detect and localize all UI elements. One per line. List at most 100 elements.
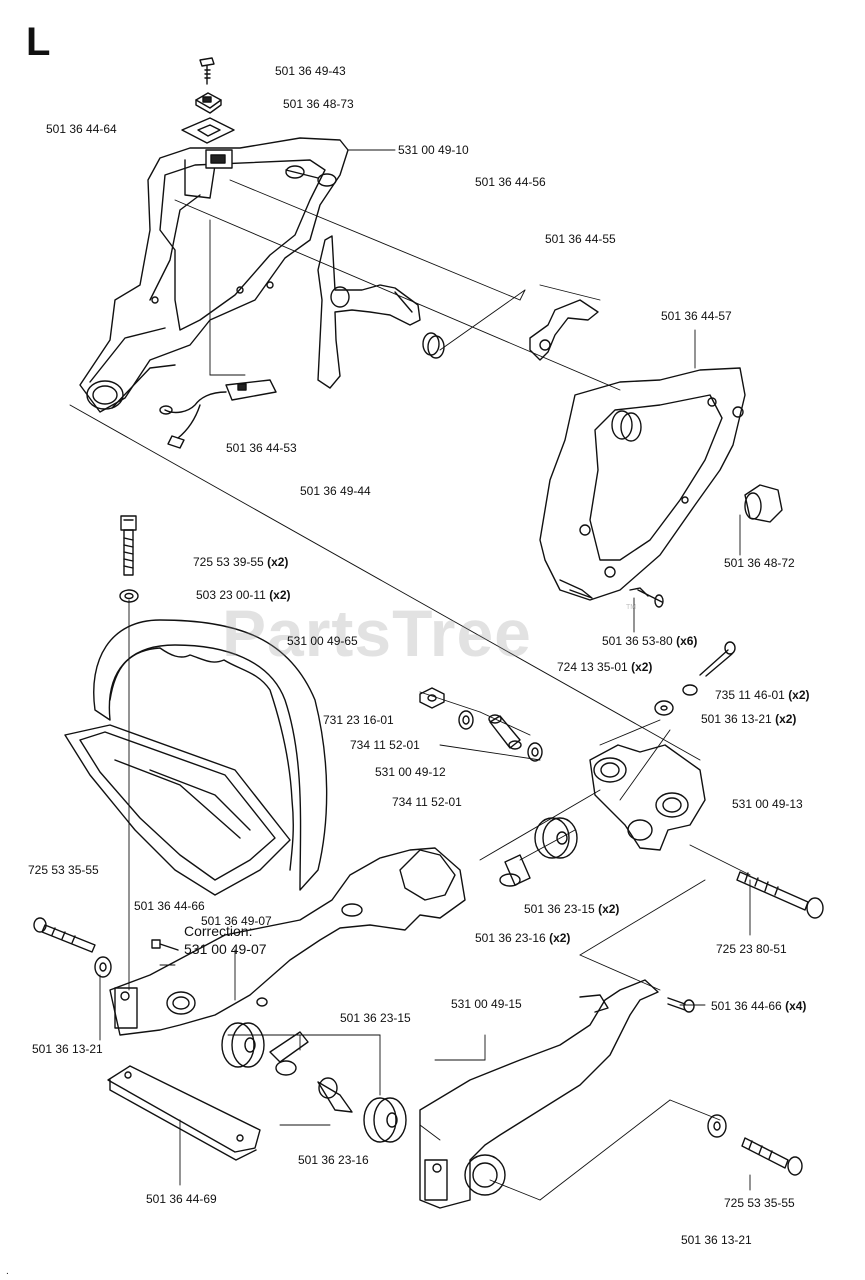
part-label[interactable]: 531 00 49-12 (375, 765, 446, 779)
bolt-lower-right (741, 1137, 803, 1176)
part-number: 501 36 44-55 (545, 232, 616, 246)
section-letter: L (26, 20, 51, 64)
part-number: 501 36 13-21 (32, 1042, 103, 1056)
part-quantity: (x2) (598, 902, 620, 916)
part-label[interactable]: 725 53 39-55 (x2) (193, 555, 288, 569)
part-number: 531 00 49-10 (398, 143, 469, 157)
part-label[interactable]: 731 23 16-01 (323, 713, 394, 727)
spacer-tube (488, 714, 522, 750)
part-label[interactable]: 501 36 49-44 (300, 484, 371, 498)
part-quantity: (x2) (788, 688, 810, 702)
part-number: 501 36 23-16 (475, 931, 546, 945)
part-number: 501 36 48-73 (283, 97, 354, 111)
part-label[interactable]: 501 36 44-66 (x4) (711, 999, 806, 1013)
part-quantity: (x2) (267, 555, 289, 569)
spacer-plug-a (499, 854, 531, 887)
left-bolt (33, 917, 112, 978)
part-number: 531 00 49-13 (732, 797, 803, 811)
handle-bolt (119, 515, 139, 603)
bottom-plate (107, 1065, 261, 1161)
part-label[interactable]: 501 36 48-73 (283, 97, 354, 111)
part-number: 734 11 52-01 (350, 738, 420, 752)
part-number: 501 36 44-66 (134, 899, 205, 913)
washer-1 (458, 710, 474, 730)
part-label[interactable]: 531 00 49-10 (398, 143, 469, 157)
part-number: 501 36 44-57 (661, 309, 732, 323)
small-screw-mid (151, 939, 179, 951)
top-plate (181, 117, 235, 144)
correction-label: Correction: (184, 923, 252, 939)
part-label[interactable]: 501 36 44-57 (661, 309, 732, 323)
part-number: 501 36 23-15 (340, 1011, 411, 1025)
part-number: 501 36 48-72 (724, 556, 795, 570)
spacer-plug-c (317, 1077, 353, 1113)
part-label[interactable]: 501 36 53-80 (x6) (602, 634, 697, 648)
part-label[interactable]: 501 36 44-53 (226, 441, 297, 455)
spacer-plug-b (269, 1031, 309, 1076)
leader-lines (69, 149, 751, 1201)
stop-switch-cable (159, 379, 277, 449)
part-quantity: (x6) (676, 634, 698, 648)
spring (422, 332, 445, 359)
part-label[interactable]: 725 23 80-51 (716, 942, 787, 956)
part-number: 501 36 53-80 (602, 634, 673, 648)
footer-mark: . (6, 1266, 9, 1277)
part-label[interactable]: 501 36 13-21 (x2) (701, 712, 796, 726)
correction-text: Correction: (184, 923, 253, 939)
part-label[interactable]: 725 53 35-55 (28, 863, 99, 877)
part-label[interactable]: 531 00 49-13 (732, 797, 803, 811)
part-number: 531 00 49-12 (375, 765, 446, 779)
part-label[interactable]: 501 36 49-43 (275, 64, 346, 78)
part-label[interactable]: 501 36 23-16 (x2) (475, 931, 570, 945)
part-number: 531 00 49-07 (184, 941, 267, 957)
part-label[interactable]: 501 36 44-64 (46, 122, 117, 136)
small-screw-right (667, 997, 695, 1013)
part-label[interactable]: 501 36 44-69 (146, 1192, 217, 1206)
part-label[interactable]: 501 36 49-07 (201, 914, 272, 928)
side-cover (539, 367, 746, 601)
part-label[interactable]: 501 36 23-15 (x2) (524, 902, 619, 916)
part-label[interactable]: 501 36 44-55 (545, 232, 616, 246)
washer-lower-right (707, 1114, 727, 1138)
part-label[interactable]: 503 23 00-11 (x2) (196, 588, 291, 602)
screw-right (654, 641, 736, 716)
part-label[interactable]: 501 36 23-15 (340, 1011, 411, 1025)
part-label[interactable]: 501 36 13-21 (681, 1233, 752, 1247)
part-number: 725 23 80-51 (716, 942, 787, 956)
part-number: 725 53 35-55 (28, 863, 99, 877)
part-number: 501 36 49-43 (275, 64, 346, 78)
part-label[interactable]: 501 36 44-66 (134, 899, 205, 913)
part-number: 501 36 44-56 (475, 175, 546, 189)
part-label[interactable]: 531 00 49-07 (184, 941, 267, 957)
part-number: 501 36 44-53 (226, 441, 297, 455)
part-label[interactable]: 724 13 35-01 (x2) (557, 660, 652, 674)
long-bolt (736, 871, 824, 919)
top-screw (199, 57, 215, 85)
part-label[interactable]: 501 36 48-72 (724, 556, 795, 570)
throttle-lever (317, 235, 421, 389)
part-number: 735 11 46-01 (715, 688, 785, 702)
part-label[interactable]: 501 36 23-16 (298, 1153, 369, 1167)
part-number: 501 36 49-07 (201, 914, 272, 928)
part-label[interactable]: 725 53 35-55 (724, 1196, 795, 1210)
dual-boss-bracket (589, 744, 706, 851)
part-number: 501 36 49-44 (300, 484, 371, 498)
part-number: 725 53 39-55 (193, 555, 264, 569)
part-label[interactable]: 735 11 46-01 (x2) (715, 688, 810, 702)
part-number: 531 00 49-65 (287, 634, 358, 648)
part-label[interactable]: 501 36 44-56 (475, 175, 546, 189)
watermark-trademark: TM (626, 604, 637, 611)
part-label[interactable]: 501 36 13-21 (32, 1042, 103, 1056)
part-number: 725 53 35-55 (724, 1196, 795, 1210)
part-quantity: (x2) (631, 660, 653, 674)
part-label[interactable]: 734 11 52-01 (350, 738, 420, 752)
part-label[interactable]: 734 11 52-01 (392, 795, 462, 809)
part-number: 724 13 35-01 (557, 660, 628, 674)
lower-bracket (419, 979, 659, 1209)
part-label[interactable]: 531 00 49-15 (451, 997, 522, 1011)
part-number: 501 36 44-66 (711, 999, 782, 1013)
part-label[interactable]: 531 00 49-65 (287, 634, 358, 648)
part-number: 501 36 23-15 (524, 902, 595, 916)
rubber-cylinder (744, 484, 783, 523)
throttle-lock (529, 299, 599, 361)
